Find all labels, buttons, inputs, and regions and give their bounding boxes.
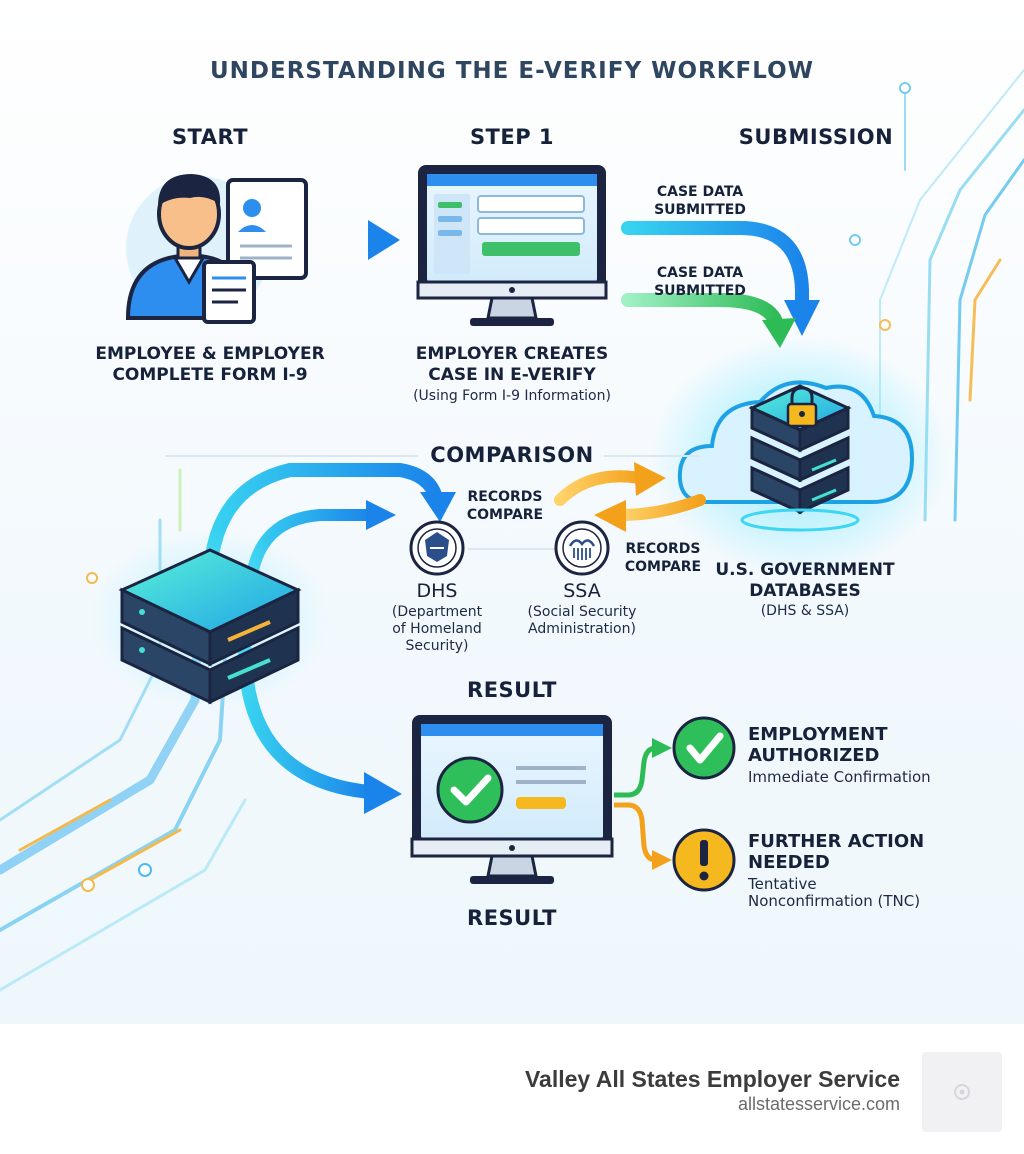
- workflow-infographic: UNDERSTANDING THE E-VERIFY WORKFLOW STAR…: [0, 0, 1024, 1024]
- dhs-full-name: (Department of Homeland Security): [372, 604, 502, 655]
- records-compare-label: RECORDS COMPARE: [440, 488, 570, 524]
- ssa-full-line: (Social Security: [527, 604, 637, 620]
- brand-website[interactable]: allstatesservice.com: [737, 1094, 900, 1114]
- dhs-name: DHS: [416, 580, 458, 602]
- case-data-label: CASE DATA SUBMITTED: [630, 264, 770, 300]
- step1-header: STEP 1: [469, 125, 555, 149]
- brand-name: Valley All States Employer Service: [524, 1066, 900, 1092]
- start-caption: EMPLOYEE & EMPLOYER COMPLETE FORM I-9: [60, 344, 360, 386]
- outcome-further-action-detail-line: Tentative: [748, 875, 817, 893]
- outcome-arrow-orange: [614, 802, 672, 870]
- submission-header: SUBMISSION: [738, 125, 894, 149]
- submission-arrow-green: [621, 293, 796, 348]
- step1-caption-line: EMPLOYER CREATES: [415, 344, 609, 364]
- ssa-name: SSA: [563, 580, 601, 602]
- compare-arrow-orange-bottom: [594, 494, 706, 532]
- databases-caption-line: DATABASES: [749, 581, 861, 601]
- records-compare-label: RECORDS COMPARE: [598, 540, 728, 576]
- case-data-label-line: SUBMITTED: [654, 283, 746, 299]
- databases-caption-line: U.S. GOVERNMENT: [715, 560, 895, 580]
- outcome-authorized-title-line: EMPLOYMENT: [748, 724, 888, 745]
- dhs-full-line: (Department: [391, 604, 483, 620]
- case-data-label: CASE DATA SUBMITTED: [630, 183, 770, 219]
- case-data-label-line: SUBMITTED: [654, 202, 746, 218]
- result-monitor-icon: [410, 715, 614, 884]
- outcome-further-action-detail-line: Nonconfirmation (TNC): [748, 892, 921, 910]
- case-server-stack-icon: [90, 530, 330, 710]
- outcome-authorized-title: EMPLOYMENT AUTHORIZED: [748, 724, 998, 766]
- comparison-divider: [165, 455, 700, 550]
- brand-logo: [922, 1052, 1002, 1132]
- ssa-full-name: (Social Security Administration): [507, 604, 657, 638]
- arrow-start-to-step1: [320, 220, 400, 260]
- check-circle-icon: [672, 716, 736, 780]
- case-data-label-line: CASE DATA: [656, 265, 744, 281]
- databases-caption: U.S. GOVERNMENT DATABASES: [690, 560, 920, 602]
- step1-monitor-icon: [416, 165, 608, 326]
- ssa-full-line: Administration): [528, 621, 636, 637]
- case-data-label-line: CASE DATA: [656, 184, 744, 200]
- outcome-arrow-green: [614, 738, 672, 798]
- outcome-further-action-title-line: FURTHER ACTION: [748, 831, 925, 852]
- result-header-top: RESULT: [467, 678, 557, 702]
- padlock-icon: [786, 386, 818, 428]
- circuit-lines-right: [849, 69, 1024, 522]
- records-compare-line: RECORDS: [625, 541, 701, 557]
- page-title: UNDERSTANDING THE E-VERIFY WORKFLOW: [209, 58, 815, 84]
- workflow-artwork: [0, 69, 1024, 992]
- start-header: START: [171, 125, 249, 149]
- submission-arrow-blue: [621, 221, 820, 336]
- step1-caption-line: CASE IN E-VERIFY: [428, 365, 596, 385]
- dhs-full-line: of Homeland: [392, 621, 482, 637]
- logo-mark-icon: [954, 1084, 970, 1100]
- comparison-header: COMPARISON: [430, 443, 594, 467]
- compare-arrow-orange-top: [554, 462, 666, 506]
- dhs-full-line: Security): [405, 638, 469, 654]
- dhs-seal-icon: [409, 520, 465, 576]
- outcome-authorized-detail: Immediate Confirmation: [748, 768, 931, 786]
- government-database-cloud-icon: [650, 335, 950, 575]
- outcome-further-action-title: FURTHER ACTION NEEDED: [748, 831, 1008, 873]
- outcome-further-action-detail: Tentative Nonconfirmation (TNC): [748, 876, 1008, 910]
- footer: Valley All States Employer Service allst…: [0, 1024, 1024, 1154]
- outcome-authorized-title-line: AUTHORIZED: [748, 745, 880, 766]
- exclamation-circle-icon: [672, 828, 736, 892]
- records-compare-line: COMPARE: [466, 507, 544, 523]
- step1-note: (Using Form I-9 Information): [413, 388, 611, 404]
- records-compare-line: COMPARE: [624, 559, 702, 575]
- start-caption-line: COMPLETE FORM I-9: [112, 365, 308, 385]
- outcome-further-action-title-line: NEEDED: [748, 852, 830, 873]
- start-caption-line: EMPLOYEE & EMPLOYER: [95, 344, 325, 364]
- ssa-seal-icon: [554, 520, 610, 576]
- employee-icon: [125, 174, 308, 324]
- records-compare-line: RECORDS: [467, 489, 543, 505]
- databases-note: (DHS & SSA): [760, 603, 850, 619]
- result-header-bottom: RESULT: [467, 906, 557, 930]
- step1-caption: EMPLOYER CREATES CASE IN E-VERIFY: [362, 344, 662, 386]
